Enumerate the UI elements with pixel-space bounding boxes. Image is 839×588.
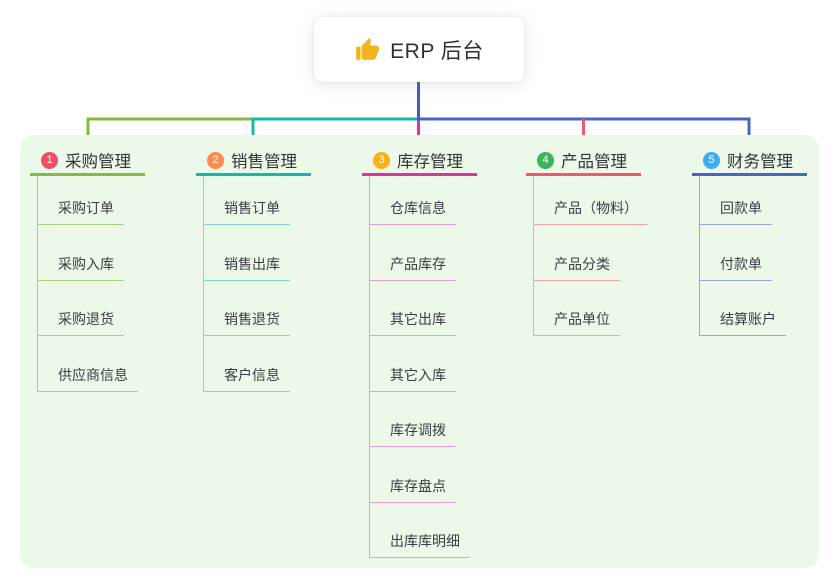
- branch-node-label: 产品管理: [561, 153, 627, 171]
- sub-node-label: 回款单: [720, 200, 762, 216]
- sub-node-label: 销售订单: [224, 200, 280, 216]
- sub-node[interactable]: 其它出库: [370, 281, 456, 336]
- sub-node[interactable]: 供应商信息: [38, 336, 138, 392]
- sub-node[interactable]: 库存盘点: [370, 447, 456, 503]
- branch-number-badge: 3: [373, 151, 390, 169]
- sub-node-label: 付款单: [720, 255, 762, 272]
- branch-sales: 2 销售管理 销售订单 销售出库 销售退货 客户信息: [196, 147, 311, 392]
- branch-number-badge: 5: [703, 151, 720, 169]
- thumbs-up-icon: [356, 37, 380, 60]
- branch-items: 产品（物料） 产品分类 产品单位: [533, 176, 648, 336]
- sub-node-label: 库存盘点: [390, 477, 446, 494]
- branch-items: 销售订单 销售出库 销售退货 客户信息: [203, 176, 311, 392]
- sub-node[interactable]: 采购退货: [38, 281, 124, 336]
- root-node-label: ERP 后台: [390, 39, 484, 63]
- sub-node-label: 销售退货: [224, 311, 280, 327]
- root-node[interactable]: ERP 后台: [314, 17, 524, 82]
- sub-node[interactable]: 产品库存: [370, 225, 456, 281]
- sub-node-label: 产品（物料）: [554, 200, 638, 216]
- branch-number-badge: 2: [207, 151, 224, 169]
- sub-node[interactable]: 销售订单: [204, 176, 290, 225]
- sub-node-label: 仓库信息: [390, 200, 446, 216]
- sub-node-label: 库存调拨: [390, 422, 446, 438]
- branch-node-inventory[interactable]: 3 库存管理: [362, 147, 477, 176]
- branch-items: 仓库信息 产品库存 其它出库 其它入库 库存调拨 库存盘点 出库库明细: [369, 176, 477, 558]
- sub-node[interactable]: 仓库信息: [370, 176, 456, 225]
- sub-node[interactable]: 客户信息: [204, 336, 290, 392]
- sub-node-label: 产品单位: [554, 311, 610, 327]
- sub-node-label: 采购入库: [58, 255, 114, 272]
- sub-node-label: 客户信息: [224, 366, 280, 383]
- sub-node[interactable]: 回款单: [700, 176, 772, 225]
- branch-product: 4 产品管理 产品（物料） 产品分类 产品单位: [526, 147, 648, 336]
- branch-node-finance[interactable]: 5 财务管理: [692, 147, 807, 176]
- branch-inventory: 3 库存管理 仓库信息 产品库存 其它出库 其它入库 库存调拨 库存盘点 出库库…: [362, 147, 477, 558]
- sub-node[interactable]: 产品单位: [534, 281, 620, 336]
- branch-number-badge: 4: [537, 151, 554, 169]
- sub-node-label: 结算账户: [720, 311, 776, 327]
- branch-node-label: 采购管理: [65, 153, 131, 171]
- sub-node-label: 采购退货: [58, 311, 114, 327]
- sub-node[interactable]: 结算账户: [700, 281, 786, 336]
- sub-node[interactable]: 其它入库: [370, 336, 456, 392]
- sub-node[interactable]: 产品分类: [534, 225, 620, 281]
- sub-node-label: 其它入库: [390, 366, 446, 383]
- canvas-panel: [20, 135, 819, 568]
- sub-node-label: 销售出库: [224, 255, 280, 272]
- sub-node-label: 出库库明细: [390, 533, 460, 549]
- sub-node[interactable]: 付款单: [700, 225, 772, 281]
- branch-node-product[interactable]: 4 产品管理: [526, 147, 641, 176]
- sub-node[interactable]: 销售出库: [204, 225, 290, 281]
- sub-node-label: 采购订单: [58, 200, 114, 216]
- sub-node-label: 其它出库: [390, 311, 446, 327]
- branch-node-label: 库存管理: [397, 153, 463, 171]
- sub-node[interactable]: 销售退货: [204, 281, 290, 336]
- branch-number-badge: 1: [41, 151, 58, 169]
- sub-node[interactable]: 采购入库: [38, 225, 124, 281]
- branch-node-sales[interactable]: 2 销售管理: [196, 147, 311, 176]
- branch-items: 采购订单 采购入库 采购退货 供应商信息: [37, 176, 145, 392]
- branch-items: 回款单 付款单 结算账户: [699, 176, 807, 336]
- branch-node-label: 财务管理: [727, 153, 793, 171]
- branch-node-purchase[interactable]: 1 采购管理: [30, 147, 145, 176]
- sub-node-label: 产品库存: [390, 255, 446, 272]
- sub-node-label: 产品分类: [554, 255, 610, 272]
- sub-node[interactable]: 采购订单: [38, 176, 124, 225]
- sub-node-label: 供应商信息: [58, 366, 128, 383]
- sub-node[interactable]: 库存调拨: [370, 392, 456, 447]
- branch-node-label: 销售管理: [231, 153, 297, 171]
- branch-purchase: 1 采购管理 采购订单 采购入库 采购退货 供应商信息: [30, 147, 145, 392]
- sub-node[interactable]: 出库库明细: [370, 503, 470, 558]
- sub-node[interactable]: 产品（物料）: [534, 176, 648, 225]
- branch-finance: 5 财务管理 回款单 付款单 结算账户: [692, 147, 807, 336]
